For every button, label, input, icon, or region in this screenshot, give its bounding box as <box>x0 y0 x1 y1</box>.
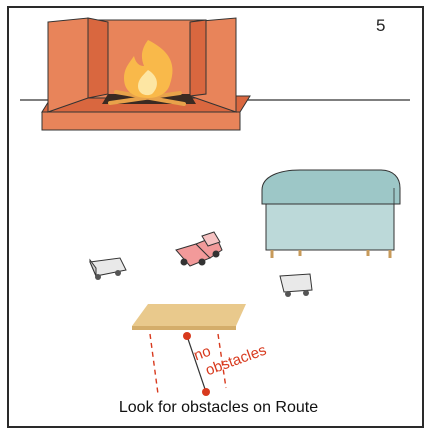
panel-number: 5 <box>376 16 386 35</box>
wooden-board-icon <box>132 304 246 330</box>
route-label-line1: no <box>192 343 213 365</box>
toy-car-icon <box>279 273 313 297</box>
toy-truck-icon <box>175 231 223 267</box>
route-end-dot <box>202 388 210 396</box>
route-lines <box>149 332 227 396</box>
caption: Look for obstacles on Route <box>118 399 319 416</box>
ottoman-icon <box>261 169 401 258</box>
route-label-line2: obstacles <box>203 342 268 380</box>
route-start-dot <box>183 332 191 340</box>
fire-icon <box>124 40 173 98</box>
toy-car-icon <box>89 257 127 280</box>
